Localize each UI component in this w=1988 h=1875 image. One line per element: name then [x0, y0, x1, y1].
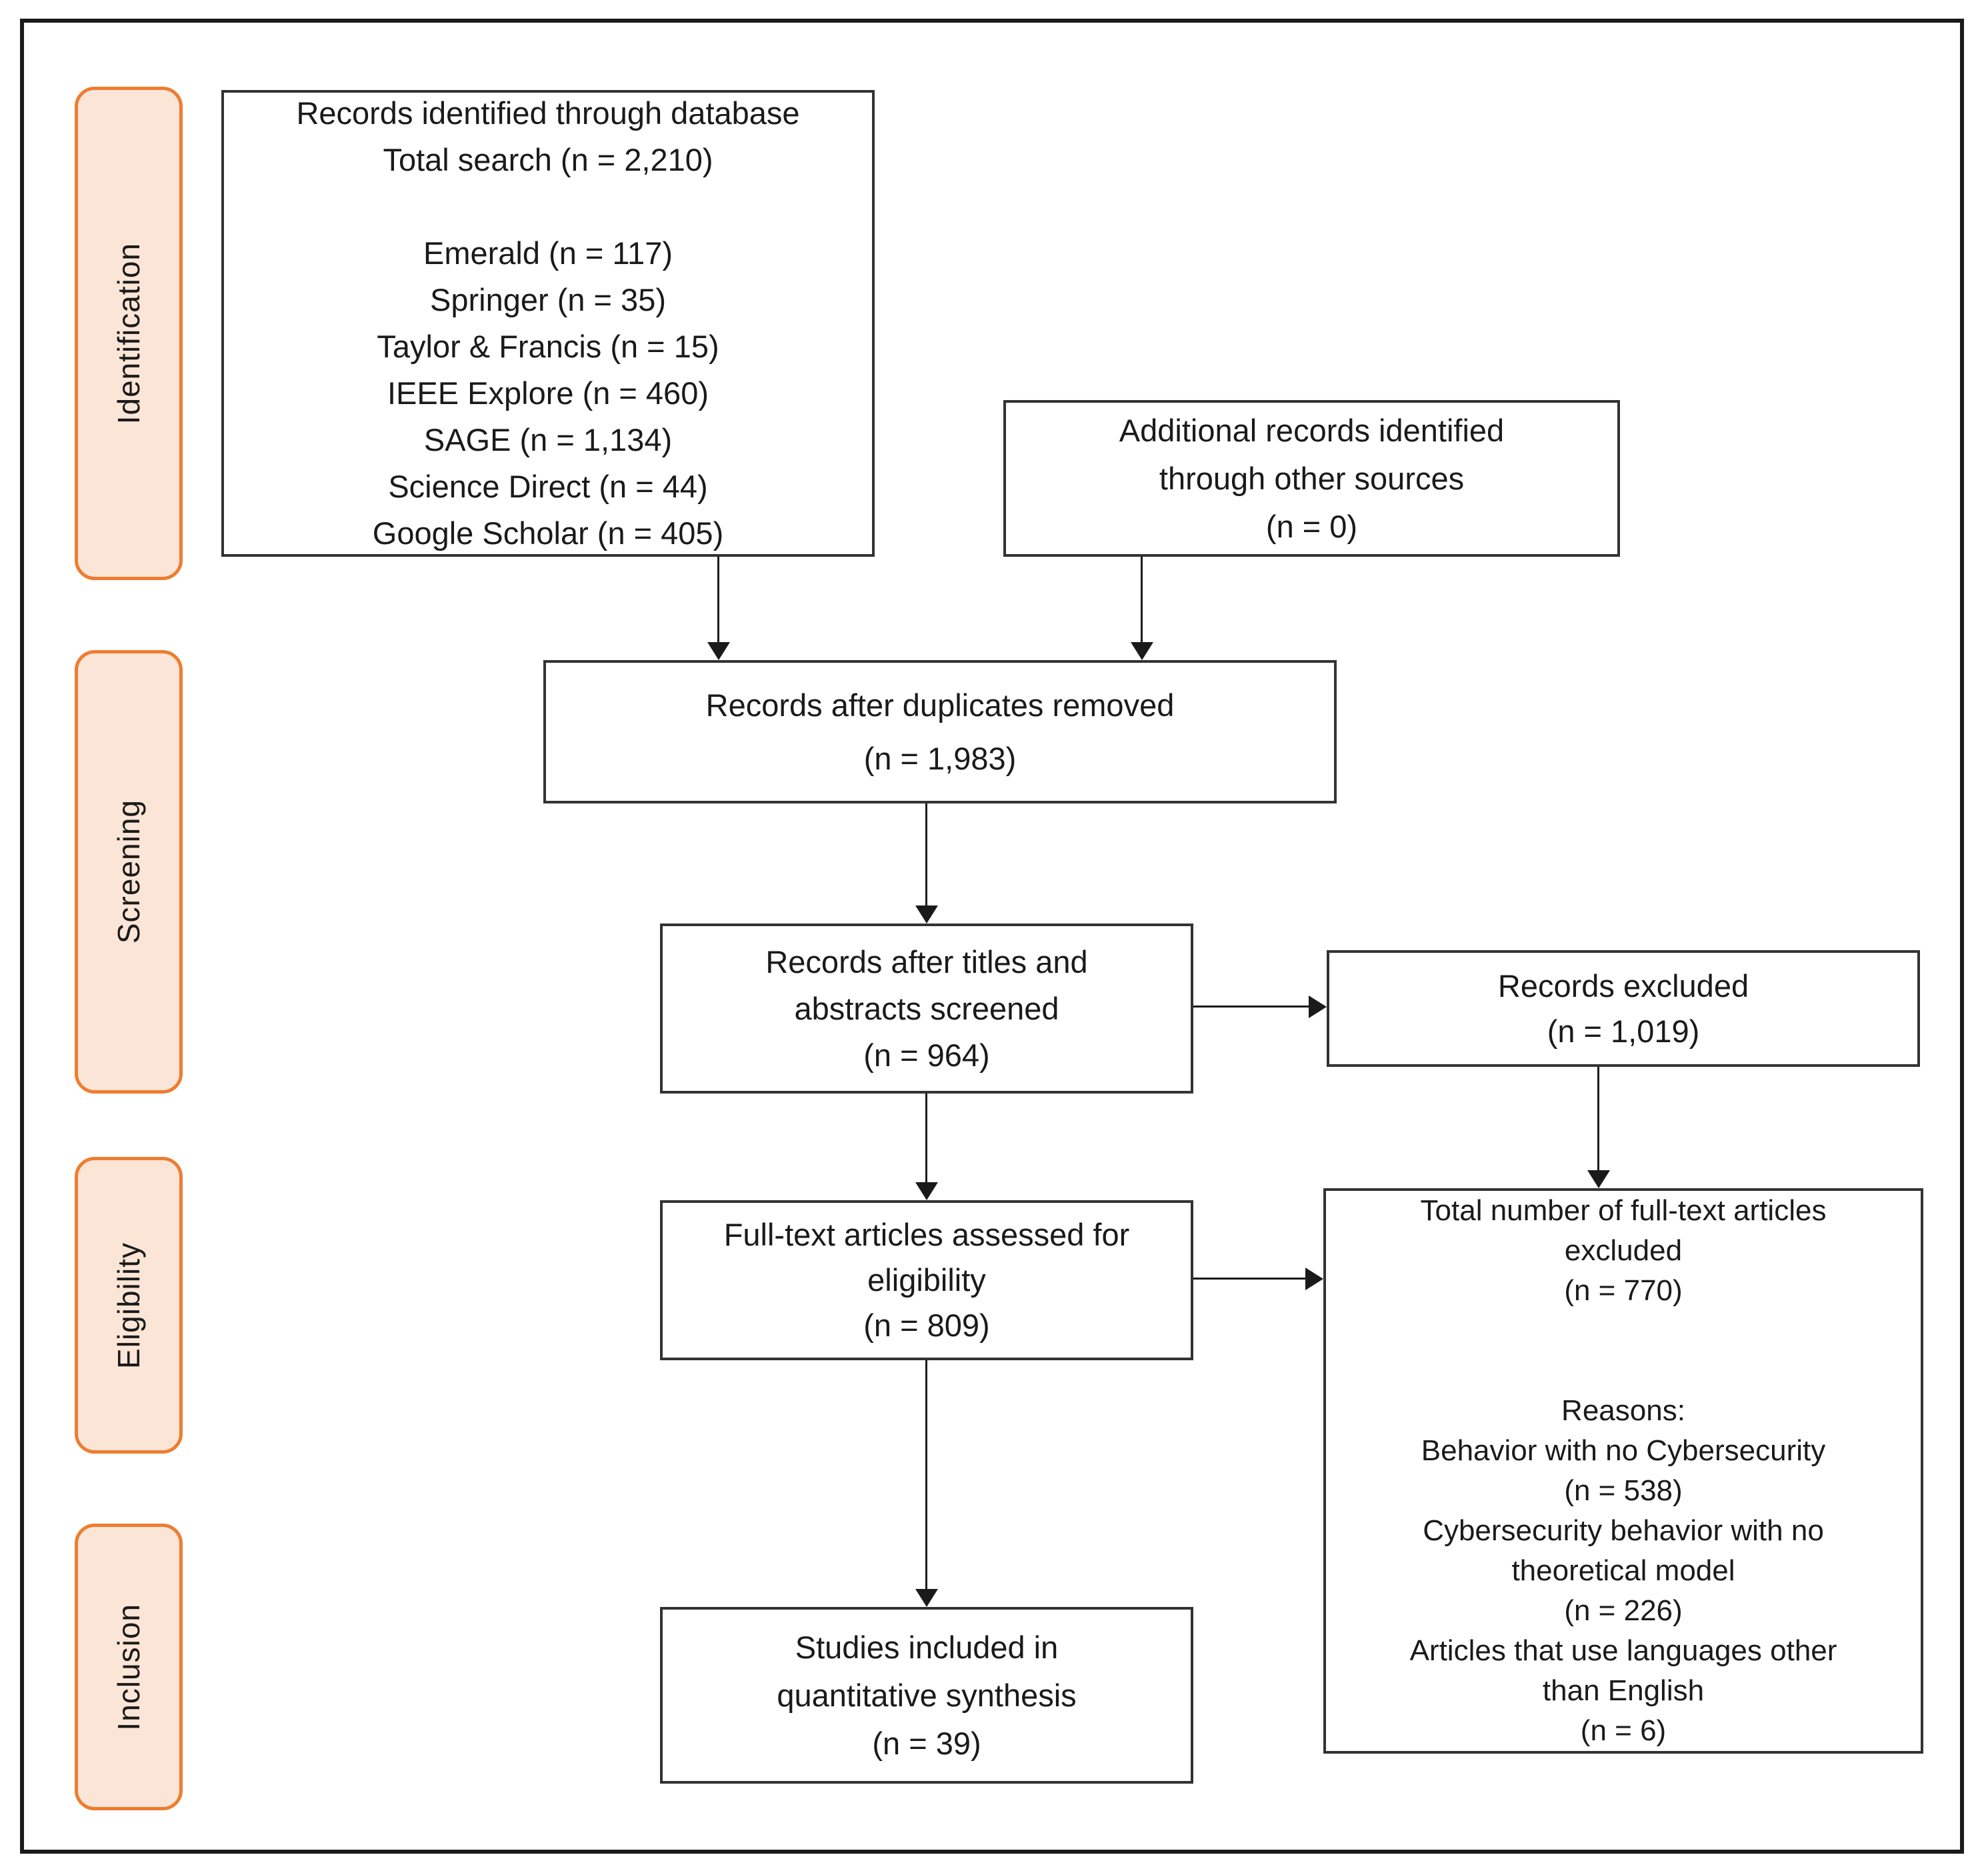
arrow-fulltext-to-fulltext-excluded-line [1193, 1278, 1307, 1280]
stage-label-screening: Screening [75, 650, 183, 1094]
stage-label-eligibility: Eligibility [75, 1157, 183, 1454]
arrow-additional-to-duplicates-line [1141, 557, 1143, 643]
arrow-duplicates-to-titles-head [915, 905, 938, 923]
arrow-titles-to-excluded-head [1309, 996, 1327, 1018]
arrow-titles-to-excluded-line [1193, 1006, 1310, 1008]
arrow-fulltext-to-fulltext-excluded-head [1305, 1268, 1323, 1290]
arrow-titles-to-fulltext-head [915, 1182, 938, 1200]
stage-label-identification: Identification [75, 87, 183, 580]
arrow-fulltext-to-included-head [915, 1589, 938, 1607]
box-duplicates-removed-text: Records after duplicates removed(n = 1,9… [705, 687, 1175, 776]
box-records-excluded: Records excluded(n = 1,019) [1327, 950, 1920, 1067]
stage-label-identification-text: Identification [111, 242, 146, 425]
arrow-excluded-to-fulltext-excluded-line [1597, 1067, 1599, 1174]
stage-label-inclusion-text: Inclusion [111, 1603, 146, 1731]
arrow-fulltext-to-included-line [925, 1360, 927, 1592]
arrow-excluded-to-fulltext-excluded-head [1587, 1170, 1610, 1188]
stage-label-eligibility-text: Eligibility [111, 1242, 146, 1369]
box-records-excluded-text: Records excluded(n = 1,019) [1497, 968, 1749, 1049]
arrow-identified-to-duplicates-line [717, 557, 719, 643]
arrow-identified-to-duplicates-head [707, 642, 730, 660]
arrow-titles-to-fulltext-line [925, 1094, 927, 1185]
arrow-additional-to-duplicates-head [1131, 642, 1153, 660]
arrow-duplicates-to-titles-line [925, 803, 927, 907]
box-duplicates-removed: Records after duplicates removed(n = 1,9… [543, 660, 1337, 803]
stage-label-inclusion: Inclusion [75, 1524, 183, 1810]
stage-label-screening-text: Screening [111, 799, 146, 944]
